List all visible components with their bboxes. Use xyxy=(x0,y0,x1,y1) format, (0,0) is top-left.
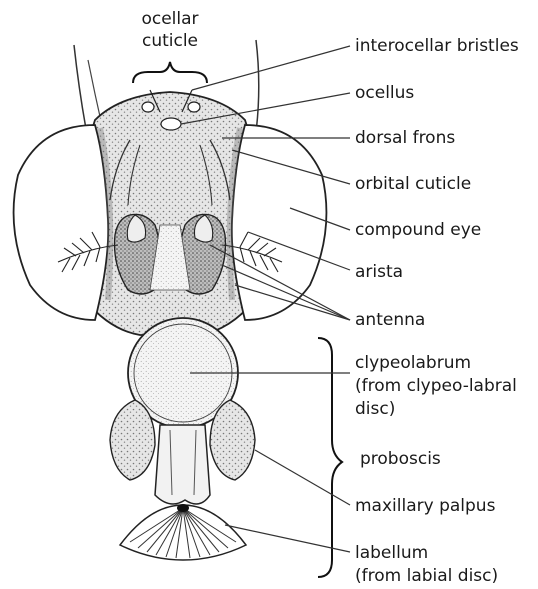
right-maxillary-palpus xyxy=(210,400,255,480)
labellum xyxy=(120,504,246,560)
ocellus-center xyxy=(161,118,181,130)
label-clypeolabrum-line2: (from clypeo-labral xyxy=(355,375,517,398)
label-arista: arista xyxy=(355,262,403,282)
ocellar-bracket xyxy=(133,62,207,83)
proboscis-bracket xyxy=(318,338,342,577)
leader-interocellar-bristles xyxy=(192,46,350,90)
label-dorsal-frons: dorsal frons xyxy=(355,128,455,148)
label-antenna: antenna xyxy=(355,310,425,330)
label-compound-eye: compound eye xyxy=(355,220,481,240)
label-orbital-cuticle: orbital cuticle xyxy=(355,174,471,194)
label-ocellar-line1: ocellar xyxy=(115,8,225,30)
leader-maxillary-palpus xyxy=(255,450,350,505)
ocellus-right xyxy=(188,102,200,112)
ocellus-left xyxy=(142,102,154,112)
label-labellum-line1: labellum xyxy=(355,542,498,565)
label-proboscis: proboscis xyxy=(360,449,441,469)
left-maxillary-palpus xyxy=(110,400,155,480)
label-maxillary-palpus: maxillary palpus xyxy=(355,496,495,516)
label-clypeolabrum-line3: disc) xyxy=(355,398,517,421)
label-labellum-line2: (from labial disc) xyxy=(355,565,498,588)
label-ocellus: ocellus xyxy=(355,83,414,103)
label-clypeolabrum-line1: clypeolabrum xyxy=(355,352,517,375)
proboscis-stem xyxy=(155,425,210,504)
label-ocellar-cuticle: ocellar cuticle xyxy=(115,8,225,52)
left-compound-eye xyxy=(14,125,109,320)
label-labellum: labellum (from labial disc) xyxy=(355,542,498,588)
label-clypeolabrum: clypeolabrum (from clypeo-labral disc) xyxy=(355,352,517,421)
label-interocellar-bristles: interocellar bristles xyxy=(355,36,519,56)
label-ocellar-line2: cuticle xyxy=(115,30,225,52)
